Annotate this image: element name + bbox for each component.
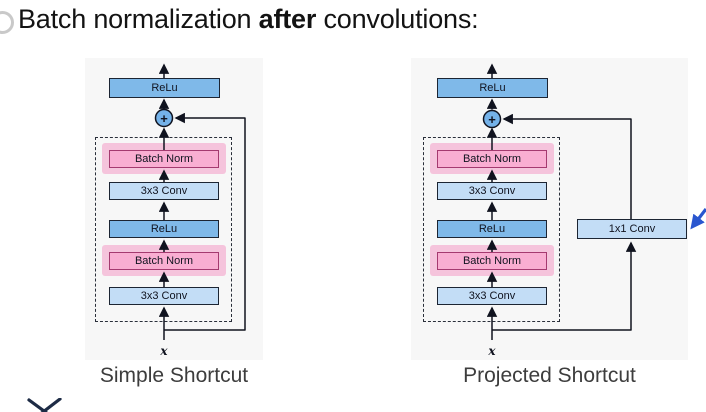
conv3x3-block: 3x3 Conv [109, 182, 219, 200]
projected-shortcut-diagram: + ReLu Batch Norm 3x3 Conv ReLu Batch No… [411, 58, 706, 360]
batchnorm-block: Batch Norm [109, 150, 219, 168]
batchnorm-block: Batch Norm [437, 252, 547, 270]
shortcut-lower-path [492, 241, 637, 331]
flow-arrows: + [482, 63, 706, 340]
plus-circle-icon [154, 108, 174, 128]
batchnorm-block: Batch Norm [437, 150, 547, 168]
bullet-icon [0, 11, 14, 34]
title-text-suffix: convolutions: [316, 4, 479, 34]
diagram-caption: Projected Shortcut [463, 364, 636, 387]
conv3x3-block: 3x3 Conv [437, 287, 547, 305]
relu-block: ReLu [437, 220, 547, 238]
input-label: x [488, 344, 496, 358]
relu-block: ReLu [109, 78, 220, 98]
relu-block: ReLu [109, 220, 219, 238]
residual-block-outline [423, 137, 560, 322]
title-emphasis: after [258, 4, 317, 34]
relu-block: ReLu [437, 78, 548, 98]
diagram-caption: Simple Shortcut [99, 364, 249, 387]
batchnorm-block: Batch Norm [109, 252, 219, 270]
plus-icon: + [160, 111, 168, 126]
conv3x3-block: 3x3 Conv [437, 182, 547, 200]
flow-arrows: + [154, 63, 246, 340]
shortcut-path [164, 112, 246, 331]
plus-circle-icon [482, 109, 502, 129]
conv3x3-block: 3x3 Conv [109, 287, 219, 305]
pointer-arrow-icon [690, 208, 706, 230]
shortcut-upper-path [502, 113, 632, 219]
x-mark-icon [27, 398, 62, 412]
conv1x1-projection-block: 1x1 Conv [577, 219, 687, 239]
title-text: Batch normalization [18, 4, 259, 34]
plus-icon: + [488, 112, 496, 127]
input-label: x [160, 344, 168, 358]
residual-block-outline [95, 137, 232, 322]
simple-shortcut-diagram: + ReLu Batch Norm 3x3 Conv ReLu Batch No… [85, 58, 263, 360]
slide-title: Batch normalization after convolutions: [18, 4, 479, 35]
